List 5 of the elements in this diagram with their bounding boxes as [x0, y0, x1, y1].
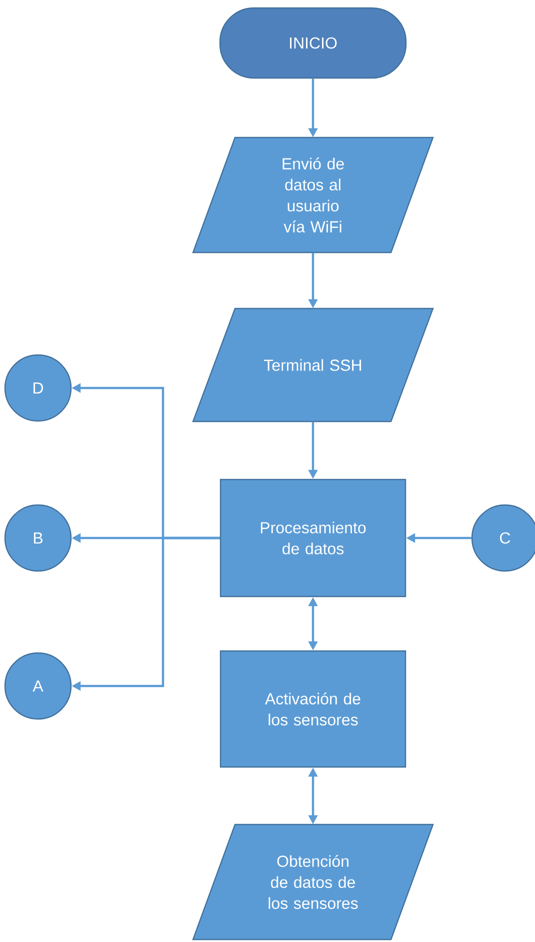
data-parallelogram: Envió de datos al usuario vía WiFi [192, 136, 434, 254]
process-box: Activación de los sensores [220, 650, 406, 768]
process-box: Procesamiento de datos [220, 478, 406, 598]
data-parallelogram: Obtención de datos de los sensores [192, 824, 434, 940]
data-parallelogram: Terminal SSH [192, 308, 434, 422]
